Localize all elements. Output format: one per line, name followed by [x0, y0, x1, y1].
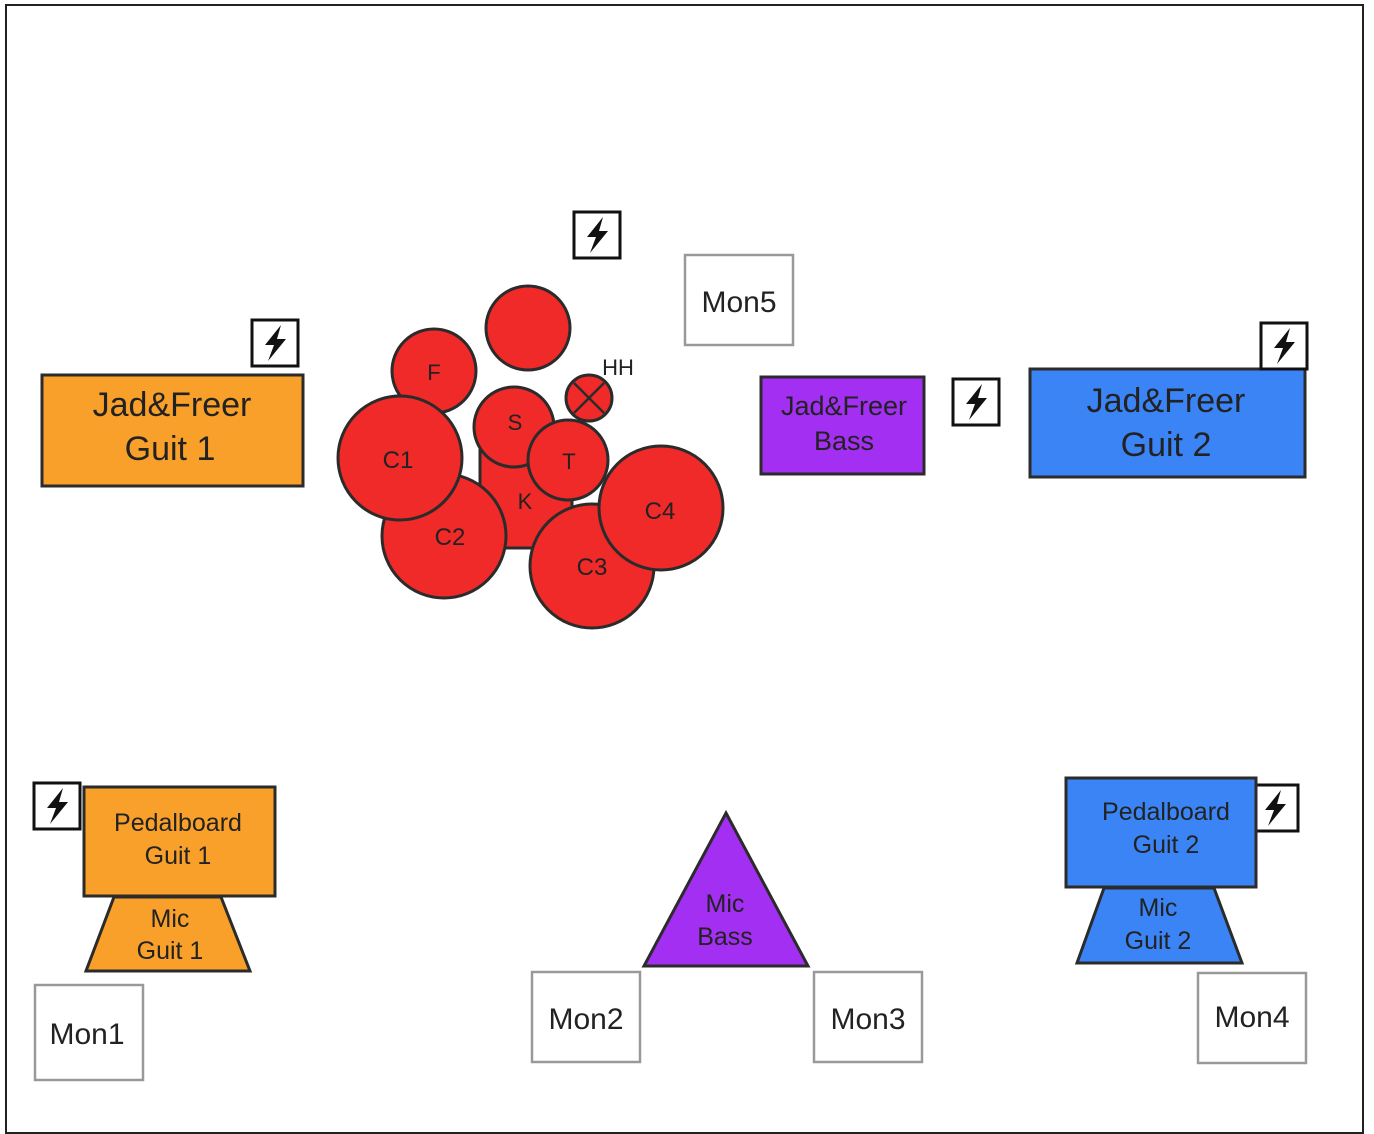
power-icon-guit2: [1259, 321, 1309, 371]
amp-bass-line2: Bass: [814, 426, 874, 456]
amp-guit1-line2: Guit 1: [125, 430, 216, 468]
amp-bass[interactable]: Jad&Freer Bass: [759, 375, 926, 476]
mic-guit1[interactable]: Mic Guit 1: [83, 895, 253, 973]
pedalboard-guit1-line2: Guit 1: [145, 842, 212, 870]
power-icon-pedalboard-guit2: [1250, 783, 1300, 833]
drum-tom[interactable]: T: [526, 418, 610, 502]
drum-kick-label-group[interactable]: K: [518, 489, 533, 514]
mic-guit1-line2: Guit 1: [137, 937, 204, 965]
power-icon-pedalboard-guit1: [32, 781, 82, 831]
drum-kick-label: K: [518, 489, 533, 514]
mic-guit2-line2: Guit 2: [1125, 927, 1192, 955]
pedalboard-guit2-line2: Guit 2: [1133, 831, 1200, 859]
amp-guit1-line1: Jad&Freer: [93, 386, 252, 424]
power-icon-drums: [572, 210, 622, 260]
monitor-mon5[interactable]: Mon5: [683, 253, 795, 347]
drum-c2-label: C2: [435, 524, 466, 551]
drum-c1[interactable]: C1: [336, 394, 464, 522]
drum-snare-label: S: [508, 410, 523, 435]
pedalboard-guit1[interactable]: Pedalboard Guit 1: [82, 785, 277, 898]
amp-guit2[interactable]: Jad&Freer Guit 2: [1028, 367, 1307, 479]
mic-bass-line1: Mic: [706, 890, 745, 918]
hihat-cross-b: [573, 382, 605, 414]
monitor-mon2[interactable]: Mon2: [530, 970, 642, 1064]
amp-guit2-line1: Jad&Freer: [1087, 382, 1246, 420]
monitor-mon4-label: Mon4: [1214, 1001, 1289, 1034]
monitor-mon2-label: Mon2: [548, 1003, 623, 1036]
monitor-mon3[interactable]: Mon3: [812, 970, 924, 1064]
drum-c1-label: C1: [383, 447, 414, 474]
hihat-label: HH: [602, 355, 634, 380]
pedalboard-guit2[interactable]: Pedalboard Guit 2: [1064, 776, 1258, 889]
drum-c4-label: C4: [645, 498, 676, 525]
monitor-mon3-label: Mon3: [830, 1003, 905, 1036]
mic-bass-line2: Bass: [697, 923, 753, 951]
monitor-mon1-label: Mon1: [49, 1018, 124, 1051]
hihat[interactable]: HH: [564, 355, 634, 423]
pedalboard-guit2-line1: Pedalboard: [1102, 798, 1230, 826]
amp-bass-line1: Jad&Freer: [781, 391, 907, 421]
drum-unlabeled[interactable]: [484, 284, 572, 372]
power-icon-guit1: [250, 318, 300, 368]
monitor-mon1[interactable]: Mon1: [33, 983, 145, 1082]
monitor-mon4[interactable]: Mon4: [1196, 971, 1308, 1065]
drum-c4[interactable]: C4: [597, 444, 725, 572]
drum-floor-tom-label: F: [427, 360, 440, 385]
power-icon-bass: [951, 377, 1001, 427]
mic-guit2-line1: Mic: [1139, 894, 1178, 922]
mic-guit2[interactable]: Mic Guit 2: [1074, 886, 1245, 965]
drum-tom-label: T: [562, 449, 575, 474]
monitor-mon5-label: Mon5: [701, 286, 776, 319]
amp-guit2-line2: Guit 2: [1121, 426, 1212, 464]
drum-kit: F C2 C1 S K C3 C4: [336, 284, 725, 630]
mic-bass[interactable]: Mic Bass: [641, 809, 811, 968]
drum-c3-label: C3: [577, 554, 608, 581]
pedalboard-guit1-line1: Pedalboard: [114, 809, 242, 837]
amp-guit1[interactable]: Jad&Freer Guit 1: [40, 373, 305, 488]
mic-guit1-line1: Mic: [151, 905, 190, 933]
